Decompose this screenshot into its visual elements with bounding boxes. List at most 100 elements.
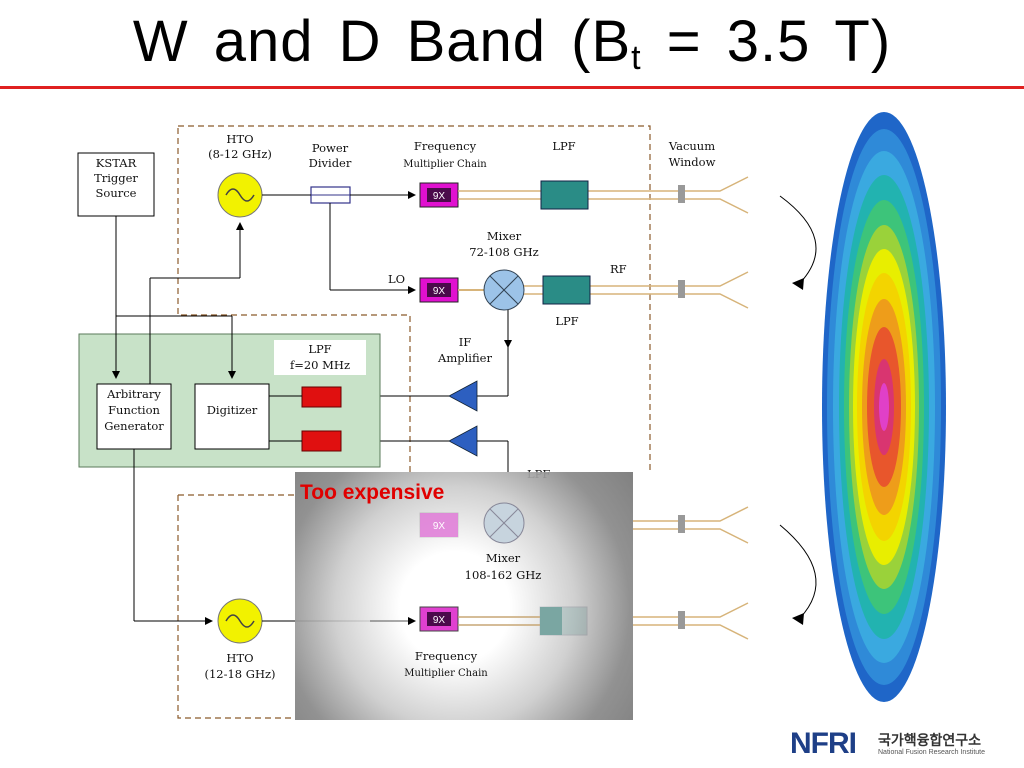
freq-mult-bottom-line-2: Multiplier Chain <box>404 668 488 679</box>
cost-overlay <box>295 472 633 720</box>
mixer-bottom-line-1: Mixer <box>486 551 521 565</box>
lpf-spec-line-1: LPF <box>308 342 331 356</box>
mixer-bottom-line-2: 108-162 GHz <box>465 568 542 582</box>
reflection-arc-top <box>779 195 817 284</box>
svg-text:Frequency: Frequency <box>414 139 477 153</box>
kstar-line-2: Trigger <box>94 171 138 185</box>
vacuum-window-bottom-1 <box>678 515 685 533</box>
digitizer-box <box>194 383 270 450</box>
top-enclosure <box>177 125 651 472</box>
hto-bottom-line-1: HTO <box>226 651 253 665</box>
reflection-arc-bottom <box>779 524 817 619</box>
svg-text:Source: Source <box>96 186 137 200</box>
svg-text:f=20 MHz: f=20 MHz <box>290 358 350 372</box>
lo-label: LO <box>388 272 405 286</box>
multiplier-chip-top <box>419 182 459 208</box>
chip-top-label: 9X <box>433 191 446 202</box>
lpf-top-box <box>540 180 589 210</box>
svg-text:Amplifier: Amplifier <box>437 351 492 365</box>
svg-text:Function: Function <box>108 403 160 417</box>
chip-bottom-2-faded-label: 9X <box>433 615 446 626</box>
svg-text:LPF: LPF <box>308 342 331 356</box>
svg-text:Window: Window <box>669 155 716 169</box>
svg-text:Frequency: Frequency <box>415 649 478 663</box>
kstar-line-3: Source <box>96 186 137 200</box>
too-expensive-label: Too expensive <box>300 481 445 504</box>
title-end: = 3.5 T) <box>641 9 892 74</box>
svg-text:(8-12 GHz): (8-12 GHz) <box>208 147 272 161</box>
afg-box <box>96 383 172 450</box>
if-amp-line-1: IF <box>459 335 472 349</box>
svg-text:HTO: HTO <box>226 132 253 146</box>
digitizer-label: Digitizer <box>207 403 258 417</box>
logo-korean-text: 국가핵융합연구소 <box>878 733 982 749</box>
bottom-enclosure <box>177 494 295 719</box>
svg-text:Trigger: Trigger <box>94 171 138 185</box>
chip-bottom-1-faded-label: 9X <box>433 521 446 532</box>
svg-text:9X: 9X <box>433 521 446 532</box>
svg-text:Divider: Divider <box>309 156 352 170</box>
svg-text:Vacuum: Vacuum <box>668 139 715 153</box>
svg-text:Power: Power <box>312 141 349 155</box>
svg-text:Mixer: Mixer <box>486 551 521 565</box>
freq-mult-bottom-line-1: Frequency <box>415 649 478 663</box>
hto-bottom-line-2: (12-18 GHz) <box>204 667 275 681</box>
vacuum-window-line-1: Vacuum <box>668 139 715 153</box>
horn-antenna-bottom-2 <box>685 602 749 640</box>
svg-text:KSTAR: KSTAR <box>96 156 137 170</box>
if-amp-line-2: Amplifier <box>437 351 492 365</box>
svg-text:9X: 9X <box>433 286 446 297</box>
logo-english-text: National Fusion Research Institute <box>878 749 985 756</box>
svg-text:IF: IF <box>459 335 472 349</box>
svg-text:Arbitrary: Arbitrary <box>106 387 161 401</box>
horn-antenna-bottom-1 <box>685 506 749 544</box>
horn-antenna-top <box>685 176 749 214</box>
sine-icon <box>225 188 255 202</box>
kstar-trigger-box <box>77 152 155 217</box>
if-amplifier-top <box>448 380 478 412</box>
afg-line-2: Function <box>108 403 160 417</box>
title-main: W and D Band (B <box>132 9 632 74</box>
power-divider-line-1: Power <box>312 141 349 155</box>
nfri-logo: NFRI 국가핵융합연구소 National Fusion Research I… <box>790 727 1010 763</box>
svg-text:(12-18 GHz): (12-18 GHz) <box>204 667 275 681</box>
slide-title: W and D Band (Bt = 3.5 T) <box>0 2 1024 98</box>
mixer-top-line-2: 72-108 GHz <box>469 245 538 259</box>
title-divider <box>0 86 1024 89</box>
svg-text:108-162 GHz: 108-162 GHz <box>465 568 542 582</box>
hto-top-line-2: (8-12 GHz) <box>208 147 272 161</box>
svg-text:RF: RF <box>610 262 627 276</box>
freq-mult-top-line-1: Frequency <box>414 139 477 153</box>
logo-nfri-text: NFRI <box>790 727 857 760</box>
vacuum-window-rf <box>678 280 685 298</box>
vacuum-window-line-2: Window <box>669 155 716 169</box>
vacuum-window-bottom-2 <box>678 611 685 629</box>
vacuum-window-top <box>678 185 685 203</box>
svg-text:72-108 GHz: 72-108 GHz <box>469 245 538 259</box>
svg-text:Digitizer: Digitizer <box>207 403 258 417</box>
sine-icon <box>225 614 255 628</box>
chip-lo-label: 9X <box>433 286 446 297</box>
svg-text:Multiplier Chain: Multiplier Chain <box>404 668 488 679</box>
afg-line-1: Arbitrary <box>106 387 161 401</box>
lpf-top-label: LPF <box>552 139 575 153</box>
lpf-rf-box <box>542 275 591 305</box>
plasma-cross-section <box>822 112 946 702</box>
svg-text:9X: 9X <box>433 615 446 626</box>
rf-label: RF <box>610 262 627 276</box>
lpf-spec-box <box>274 340 366 375</box>
power-divider-line-2: Divider <box>309 156 352 170</box>
lpf-spec-line-2: f=20 MHz <box>290 358 350 372</box>
mixer-top-line-1: Mixer <box>487 229 522 243</box>
svg-text:LPF: LPF <box>552 139 575 153</box>
svg-text:9X: 9X <box>433 191 446 202</box>
title-subscript: t <box>631 39 642 77</box>
hto-top-line-1: HTO <box>226 132 253 146</box>
horn-antenna-rf <box>685 271 749 309</box>
svg-text:Multiplier Chain: Multiplier Chain <box>403 159 487 170</box>
svg-text:LO: LO <box>388 272 405 286</box>
lpf-filter-red-top <box>301 386 342 408</box>
kstar-line-1: KSTAR <box>96 156 137 170</box>
